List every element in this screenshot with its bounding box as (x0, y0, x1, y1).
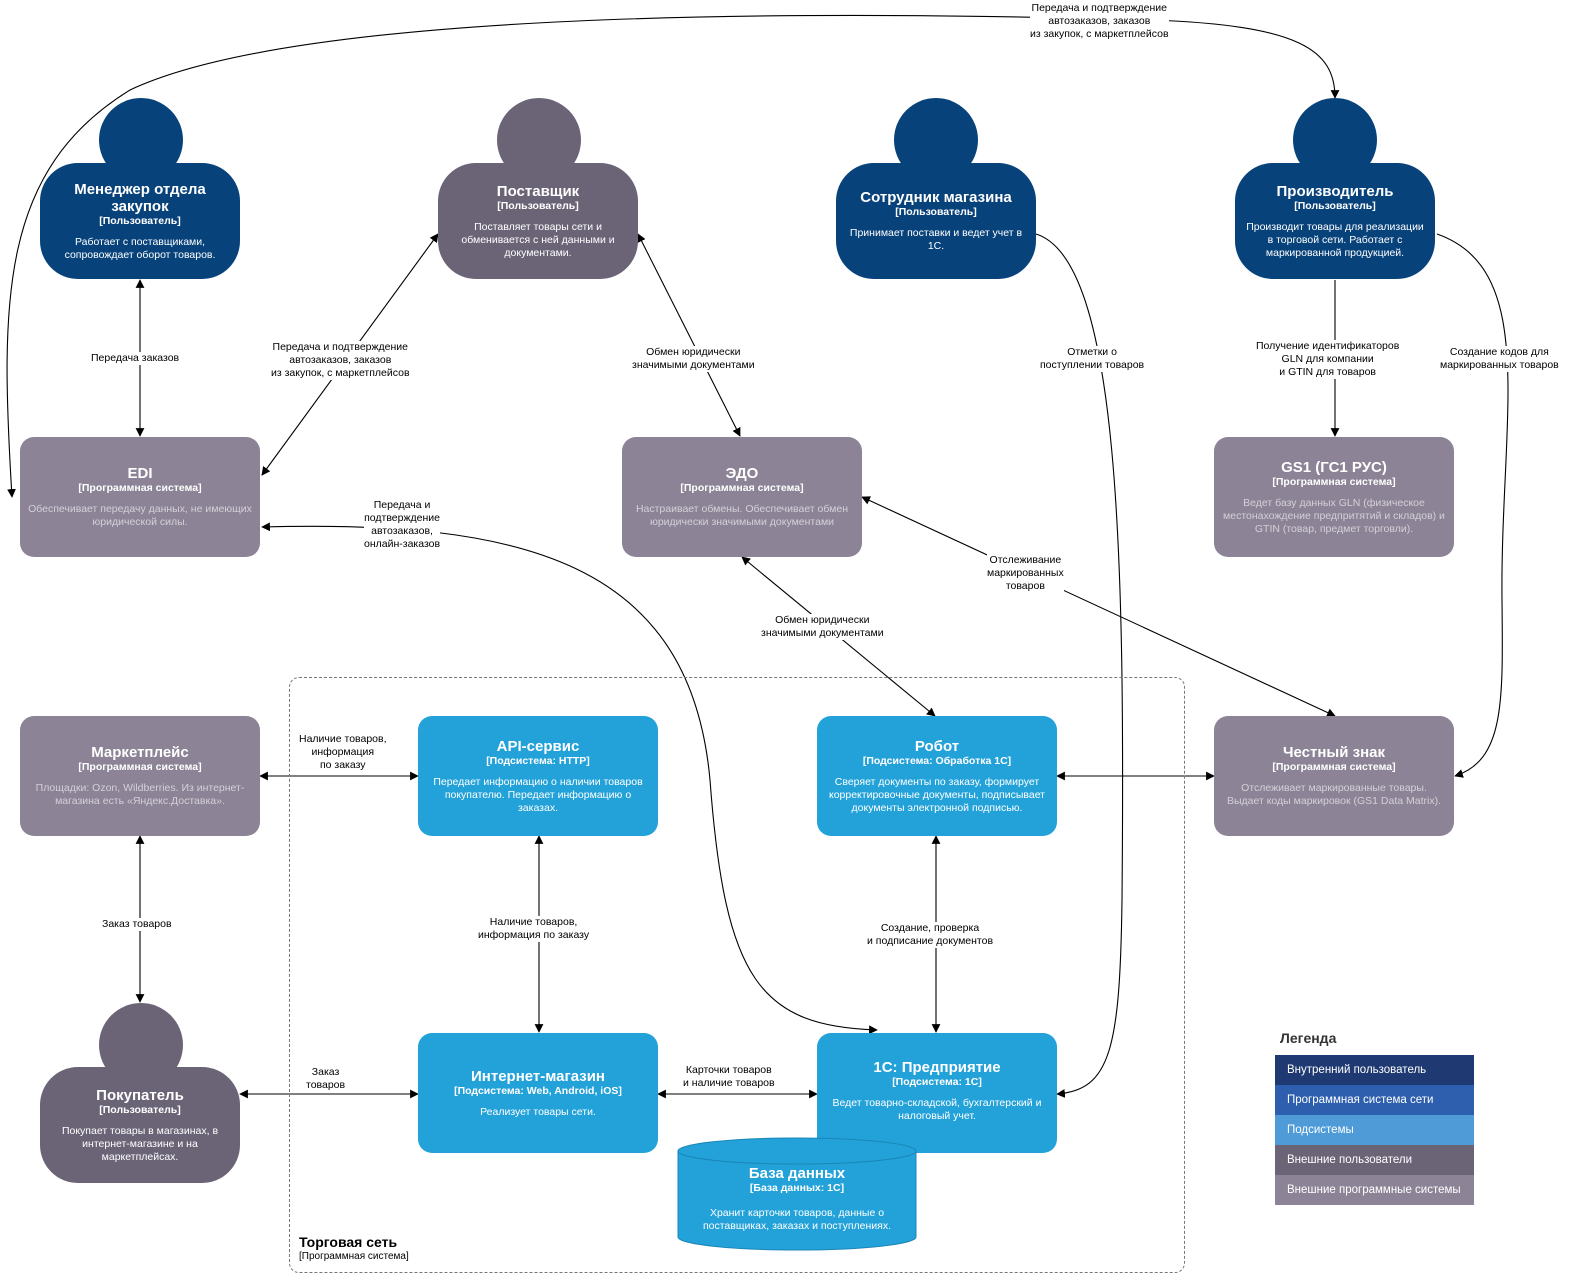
label-employee-onec: Отметки о поступлении товаров (1040, 346, 1145, 372)
supplier-type: [Пользователь] (497, 199, 579, 212)
edi-title: EDI (127, 465, 153, 482)
api-title: API-сервис (496, 737, 580, 755)
supplier-desc: Поставляет товары сети и обменивается с … (461, 220, 615, 259)
shop-type: [Подсистема: Web, Android, iOS] (454, 1084, 622, 1097)
marketplace-desc: Площадки: Ozon, Wildberries. Из интернет… (35, 782, 245, 807)
database-label: База данных [База данных: 1С] Хранит кар… (677, 1165, 917, 1233)
edge-top-arc (6, 14, 1340, 498)
system-edo[interactable]: ЭДО [Программная система] Настраивает об… (622, 437, 862, 557)
producer-type: [Пользователь] (1294, 199, 1376, 212)
person-producer[interactable]: Производитель [Пользователь] Производит … (1235, 163, 1435, 279)
buyer-type: [Пользователь] (99, 1103, 181, 1116)
edge-producer-znak (1436, 233, 1509, 778)
trade-network-boundary (289, 677, 1185, 1273)
subsystem-onec[interactable]: 1С: Предприятие [Подсистема: 1С] Ведет т… (817, 1033, 1057, 1153)
znak-desc: Отслеживает маркированные товары. Выдает… (1226, 782, 1441, 807)
boundary-title: Торговая сеть (299, 1234, 398, 1250)
database-type: [База данных: 1С] (749, 1182, 845, 1194)
legend-title: Легенда (1280, 1030, 1337, 1046)
subsystem-api[interactable]: API-сервис [Подсистема: HTTP] Передает и… (418, 716, 658, 836)
employee-desc: Принимает поставки и ведет учет в 1С. (849, 227, 1023, 252)
api-desc: Передает информацию о наличии товаров по… (433, 775, 643, 814)
legend-item-internal-user: Внутренний пользователь (1275, 1055, 1474, 1085)
edo-title: ЭДО (725, 465, 759, 482)
label-buyer-shop: Заказ товаров (306, 1066, 346, 1092)
robot-title: Робот (914, 737, 960, 755)
database-title: База данных (748, 1165, 846, 1182)
database-cylinder[interactable] (677, 1137, 917, 1251)
label-edo-robot: Обмен юридически значимыми документами (761, 614, 884, 640)
gs1-desc: Ведет базу данных GLN (физическое местон… (1223, 496, 1445, 535)
edge-employee-onec (1035, 233, 1124, 1098)
label-top-arc: Передача и подтверждение автозаказов, за… (1030, 2, 1169, 41)
edi-type: [Программная система] (78, 482, 202, 494)
person-buyer[interactable]: Покупатель [Пользователь] Покупает товар… (40, 1067, 240, 1183)
robot-type: [Подсистема: Обработка 1С] (862, 754, 1012, 767)
person-manager[interactable]: Менеджер отдела закупок [Пользователь] Р… (40, 163, 240, 279)
edge-edo-znak (861, 496, 1336, 717)
system-znak[interactable]: Честный знак [Программная система] Отсле… (1214, 716, 1454, 836)
znak-title: Честный знак (1283, 744, 1385, 761)
subsystem-robot[interactable]: Робот [Подсистема: Обработка 1С] Сверяет… (817, 716, 1057, 836)
producer-title: Производитель (1276, 182, 1394, 200)
legend-item-external-systems: Внешние программные системы (1275, 1175, 1474, 1205)
edi-desc: Обеспечивает передачу данных, не имеющих… (28, 503, 252, 528)
manager-desc: Работает с поставщиками, сопровождает об… (64, 235, 216, 261)
legend-item-external-users: Внешние пользователи (1275, 1145, 1474, 1175)
system-gs1[interactable]: GS1 (ГС1 РУС) [Программная система] Веде… (1214, 437, 1454, 557)
gs1-type: [Программная система] (1272, 475, 1396, 488)
marketplace-type: [Программная система] (78, 761, 202, 773)
system-edi[interactable]: EDI [Программная система] Обеспечивает п… (20, 437, 260, 557)
edo-type: [Программная система] (680, 482, 804, 494)
supplier-title: Поставщик (496, 182, 580, 200)
manager-type: [Пользователь] (99, 214, 181, 227)
database-desc: Хранит карточки товаров, данные о постав… (702, 1207, 892, 1232)
label-market-buyer: Заказ товаров (102, 918, 172, 931)
producer-desc: Производит товары для реализации в торго… (1246, 220, 1424, 259)
employee-title: Сотрудник магазина (860, 189, 1012, 206)
label-market-api: Наличие товаров, информация по заказу (299, 733, 387, 772)
legend-item-network-system: Программная система сети (1275, 1085, 1474, 1115)
label-robot-onec: Создание, проверка и подписание документ… (867, 922, 994, 948)
onec-type: [Подсистема: 1С] (892, 1076, 982, 1088)
label-producer-gs1: Получение идентификаторов GLN для компан… (1256, 340, 1400, 379)
shop-title: Интернет-магазин (471, 1067, 605, 1085)
subsystem-shop[interactable]: Интернет-магазин [Подсистема: Web, Andro… (418, 1033, 658, 1153)
buyer-title: Покупатель (96, 1086, 184, 1104)
label-producer-znak: Создание кодов для маркированных товаров (1440, 346, 1559, 372)
person-employee[interactable]: Сотрудник магазина [Пользователь] Приним… (836, 163, 1036, 279)
shop-desc: Реализует товары сети. (480, 1105, 596, 1118)
gs1-title: GS1 (ГС1 РУС) (1281, 458, 1387, 476)
znak-type: [Программная система] (1272, 761, 1396, 773)
label-manager-edi: Передача заказов (91, 352, 180, 365)
edo-desc: Настраивает обмены. Обеспечивает обмен ю… (635, 503, 849, 528)
label-shop-onec: Карточки товаров и наличие товаров (683, 1064, 775, 1090)
label-api-shop: Наличие товаров, информация по заказу (478, 916, 590, 942)
edge-edi-onec (261, 522, 878, 1035)
label-edo-znak: Отслеживание маркированных товаров (987, 554, 1064, 593)
label-supplier-edi: Передача и подтверждение автозаказов, за… (271, 341, 410, 380)
label-edi-onec: Передача и подтверждение автозаказов, он… (364, 499, 441, 551)
person-supplier[interactable]: Поставщик [Пользователь] Поставляет това… (438, 163, 638, 279)
onec-title: 1С: Предприятие (873, 1059, 1001, 1076)
label-supplier-edo: Обмен юридически значимыми документами (632, 346, 755, 372)
onec-desc: Ведет товарно-складской, бухгалтерский и… (832, 1097, 1042, 1122)
marketplace-title: Маркетплейс (91, 744, 189, 761)
buyer-desc: Покупает товары в магазинах, в интернет-… (61, 1124, 219, 1163)
employee-type: [Пользователь] (895, 206, 977, 218)
robot-desc: Сверяет документы по заказу, формирует к… (828, 775, 1045, 814)
system-marketplace[interactable]: Маркетплейс [Программная система] Площад… (20, 716, 260, 836)
edge-supplier-edo (637, 233, 741, 437)
boundary-type: [Программная система] (299, 1251, 409, 1262)
legend-item-subsystems: Подсистемы (1275, 1115, 1474, 1145)
manager-title: Менеджер отдела закупок (74, 180, 206, 215)
api-type: [Подсистема: HTTP] (486, 754, 590, 767)
